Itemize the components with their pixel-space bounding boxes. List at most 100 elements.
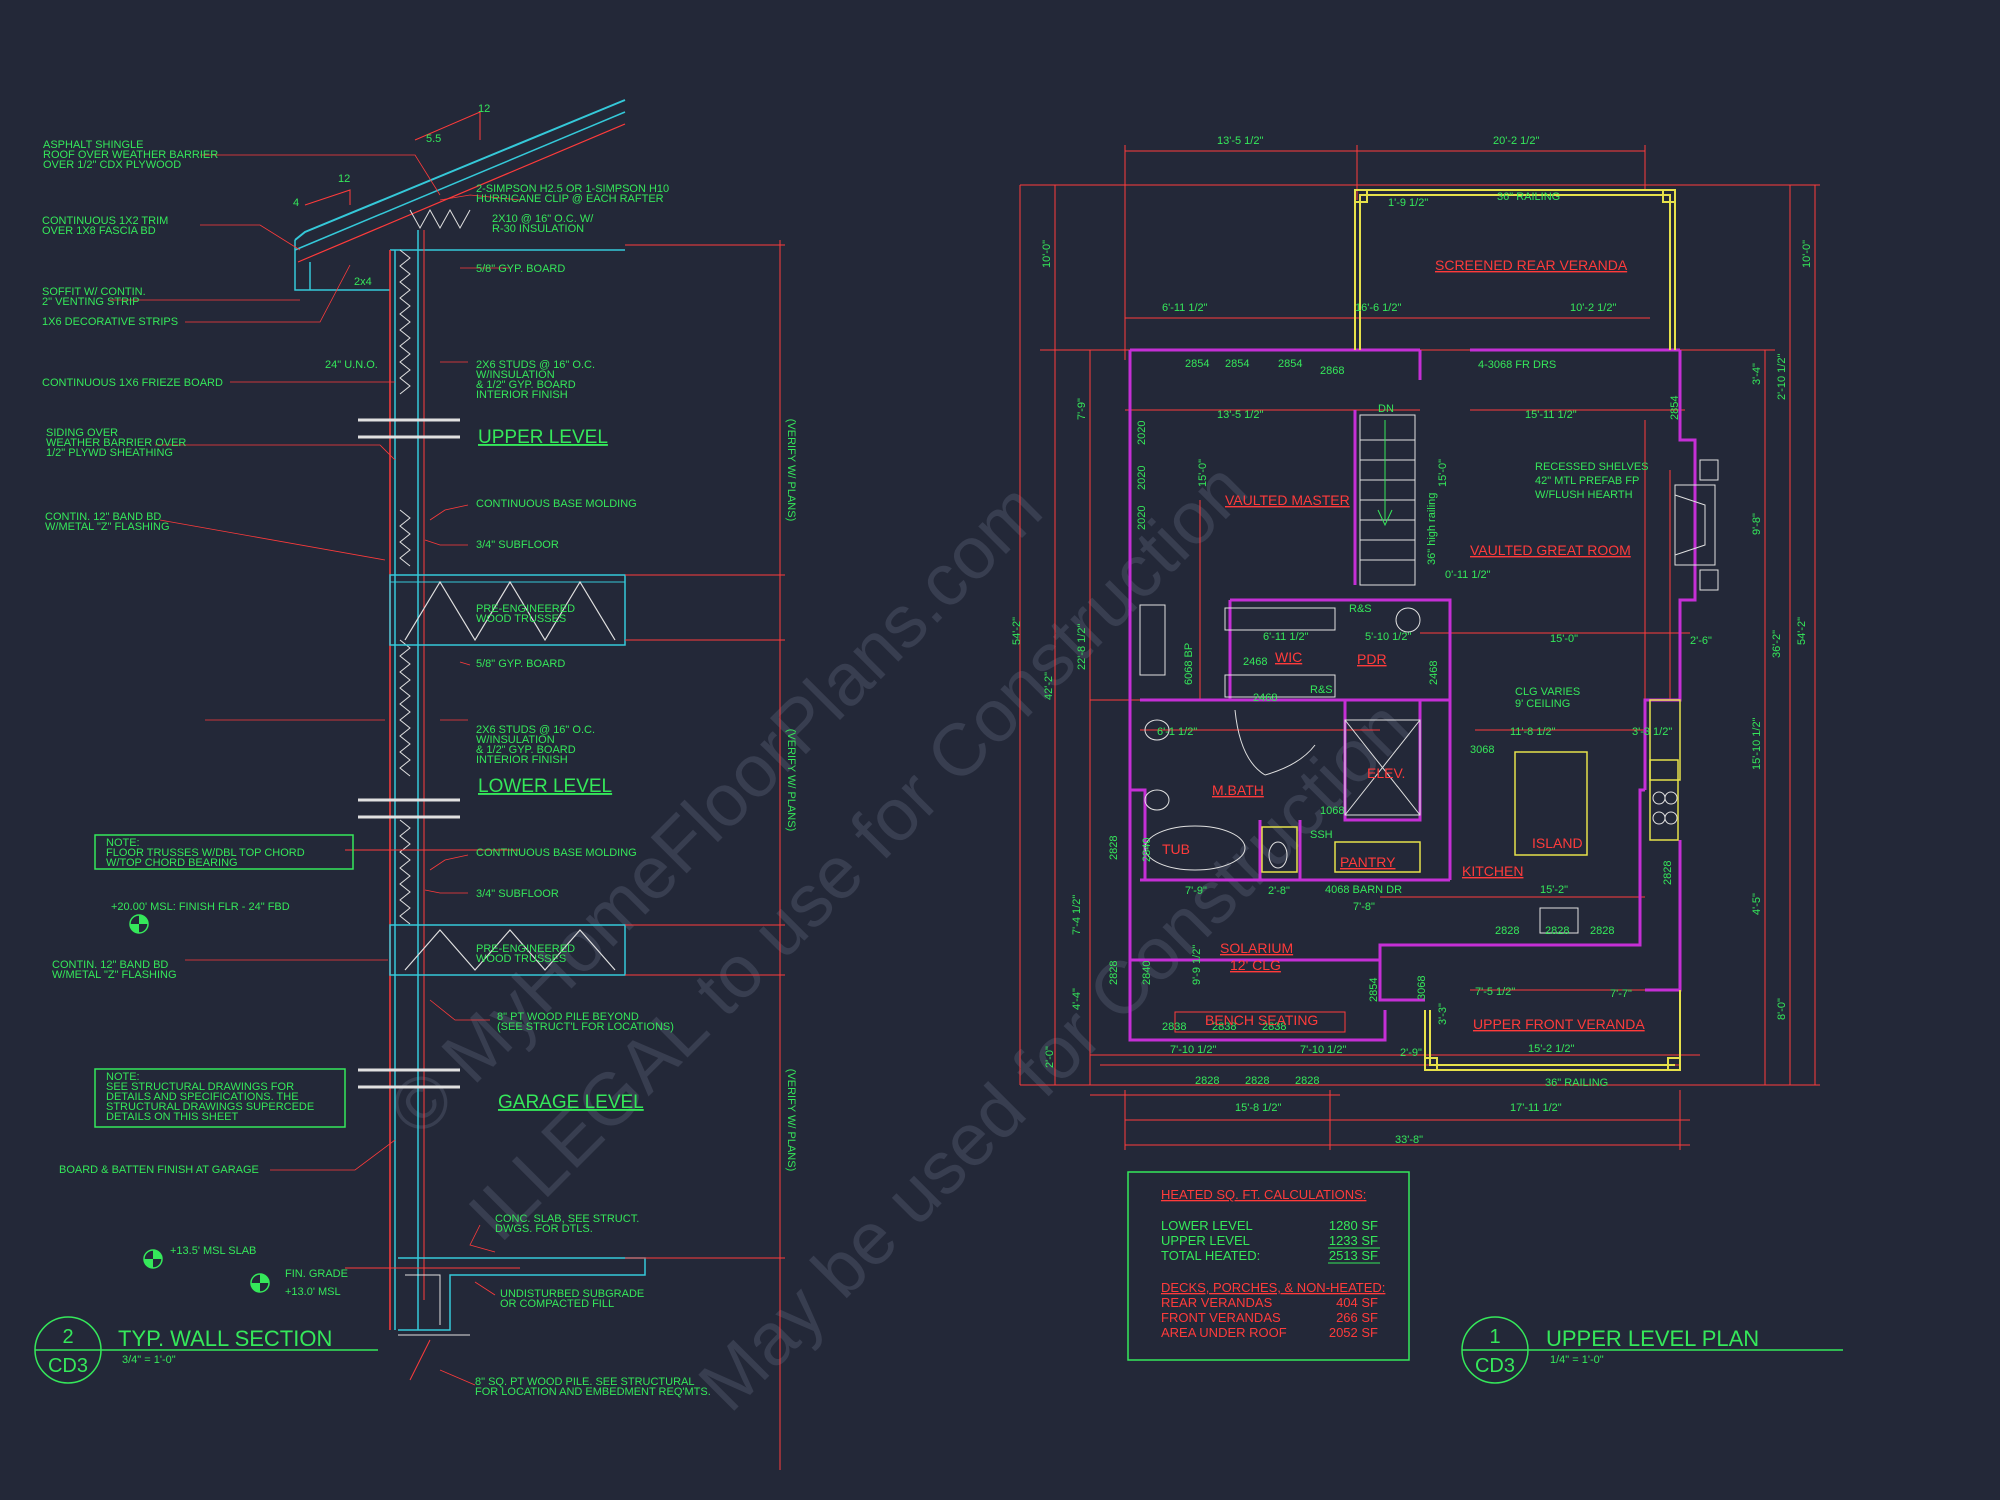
elevation-markers	[129, 914, 270, 1293]
opening-tag: R&S	[1349, 603, 1372, 615]
opening-tag: 2468	[1243, 656, 1267, 668]
floor-truss-upper	[389, 574, 626, 646]
dim-label: 3'-3"	[1437, 1003, 1449, 1025]
stair-down: DN	[1378, 403, 1394, 415]
opening-tag: 2828	[1295, 1075, 1319, 1087]
roof-slope-rise: 5.5	[426, 133, 441, 145]
opening-tag: 1068	[1320, 805, 1344, 817]
calc-sub-row-value: 266 SF	[1336, 1310, 1378, 1325]
calc-sub-row-label: REAR VERANDAS	[1161, 1295, 1273, 1310]
fireplace	[1674, 459, 1719, 591]
opening-tag: 2868	[1320, 365, 1344, 377]
dim-label: 7'-8"	[1353, 901, 1375, 913]
ceiling-varies: CLG VARIES	[1515, 686, 1580, 698]
note-base-molding-lower: CONTINUOUS BASE MOLDING	[476, 847, 637, 859]
plan-detail-number: 1	[1489, 1326, 1500, 1348]
plan-stairs	[1359, 414, 1416, 586]
opening-tag: 3068	[1416, 976, 1428, 1000]
opening-tag: 2828	[1108, 961, 1120, 985]
dim-label: 10'-0"	[1801, 240, 1813, 268]
level-labels: UPPER LEVEL LOWER LEVEL GARAGE LEVEL	[478, 427, 644, 1113]
room-tub: TUB	[1162, 841, 1190, 857]
opening-tag: 2828	[1245, 1075, 1269, 1087]
note-decorative-strips: 1X6 DECORATIVE STRIPS	[42, 316, 178, 328]
dim-label: 6'-1 1/2"	[1157, 726, 1197, 738]
opening-tag: 2468	[1428, 661, 1440, 685]
note-subfloor-lower: 3/4" SUBFLOOR	[476, 888, 559, 900]
dim-label: 20'-2 1/2"	[1493, 135, 1539, 147]
plan-title: UPPER LEVEL PLAN	[1546, 1326, 1759, 1351]
room-upper-front-veranda: UPPER FRONT VERANDA	[1473, 1016, 1645, 1032]
dim-label: 9'-8"	[1751, 513, 1763, 535]
note-wood-pile-beyond: 8" PT WOOD PILE BEYOND(SEE STRUCT'L FOR …	[497, 1011, 674, 1033]
room-solarium: SOLARIUM	[1220, 940, 1293, 956]
room-screened-rear-veranda: SCREENED REAR VERANDA	[1435, 257, 1628, 273]
opening-tag: 2840	[1141, 838, 1153, 862]
dim-label: 13'-5 1/2"	[1217, 135, 1263, 147]
dim-label: 13'-5 1/2"	[1217, 409, 1263, 421]
note-base-molding-upper: CONTINUOUS BASE MOLDING	[476, 498, 637, 510]
dim-label: 7'-10 1/2"	[1170, 1044, 1216, 1056]
opening-tag: 2854	[1669, 396, 1681, 420]
floor-truss-lower	[389, 924, 626, 976]
dim-label: 2'-8"	[1268, 885, 1290, 897]
dim-label: 7'-5 1/2"	[1475, 986, 1515, 998]
note-studs-upper: 2X6 STUDS @ 16" O.C.W/INSULATION& 1/2" G…	[476, 359, 595, 401]
note-gyp-board-upper: 5/8" GYP. BOARD	[476, 263, 565, 275]
dim-label: 0'-11 1/2"	[1445, 569, 1491, 581]
dim-label: 36'-2"	[1771, 630, 1783, 658]
opening-tag: 2020	[1136, 466, 1148, 490]
opening-tag: 2468	[1253, 692, 1277, 704]
garage-level-label: GARAGE LEVEL	[498, 1092, 644, 1113]
dim-label: 15'-0"	[1437, 459, 1449, 487]
ceiling-9ft: 9' CEILING	[1515, 698, 1570, 710]
dim-label: 6'-11 1/2"	[1263, 631, 1309, 643]
opening-tag: 6068 BP	[1183, 643, 1195, 685]
wall-section: 12 5.5 12 4	[34, 99, 797, 1470]
room-labels: SCREENED REAR VERANDA VAULTED MASTER VAU…	[1162, 257, 1645, 1032]
upper-level-label: UPPER LEVEL	[478, 427, 608, 448]
plan-opening-tags: 2854 2854 2854 2868 2020 2020 2020 2854 …	[1108, 358, 1681, 1087]
note-gyp-board-lower: 5/8" GYP. BOARD	[476, 658, 565, 670]
room-pantry: PANTRY	[1340, 854, 1396, 870]
calc-row-value: 1280 SF	[1329, 1218, 1378, 1233]
shelf-label: SSH	[1310, 829, 1333, 841]
elevation-marker-icon	[129, 914, 149, 934]
dim-label: 17'-11 1/2"	[1510, 1102, 1562, 1114]
calc-title: HEATED SQ. FT. CALCULATIONS:	[1161, 1187, 1366, 1202]
fireplace-note: 42" MTL PREFAB FP	[1535, 475, 1639, 487]
verify-label-1: (VERIFY W/ PLANS)	[785, 419, 797, 521]
note-subfloor-upper: 3/4" SUBFLOOR	[476, 539, 559, 551]
room-bench-seating: BENCH SEATING	[1205, 1012, 1318, 1028]
note-soffit: SOFFIT W/ CONTIN.2" VENTING STRIP	[42, 286, 146, 308]
opening-tag: 2838	[1212, 1021, 1236, 1033]
roof-slope-run: 12	[478, 103, 490, 115]
foundation	[398, 1257, 646, 1381]
note-24-uno: 24" U.N.O.	[325, 359, 378, 371]
wall-section-scale: 3/4" = 1'-0"	[122, 1354, 176, 1366]
dim-label: 15'-2 1/2"	[1528, 1043, 1574, 1055]
calc-row-label: TOTAL HEATED:	[1161, 1248, 1260, 1263]
dim-label: 2'-6"	[1690, 635, 1712, 647]
opening-tag: 2854	[1185, 358, 1209, 370]
calc-sub-row-value: 404 SF	[1336, 1295, 1378, 1310]
dim-label: 15'-8 1/2"	[1235, 1102, 1281, 1114]
dim-label: 10'-0"	[1041, 240, 1053, 268]
room-solarium-ceiling: 12' CLG	[1230, 957, 1281, 973]
plan-detail-sheet: CD3	[1475, 1355, 1515, 1377]
detail-number: 2	[62, 1326, 73, 1348]
wall-lines	[358, 230, 460, 1330]
room-master-bath: M.BATH	[1212, 782, 1264, 798]
note-leaders	[110, 154, 521, 1386]
note-rafters: 2X10 @ 16" O.C. W/R-30 INSULATION	[492, 213, 594, 235]
calc-row-value: 2513 SF	[1329, 1248, 1378, 1263]
dim-label: 8'-0"	[1776, 998, 1788, 1020]
